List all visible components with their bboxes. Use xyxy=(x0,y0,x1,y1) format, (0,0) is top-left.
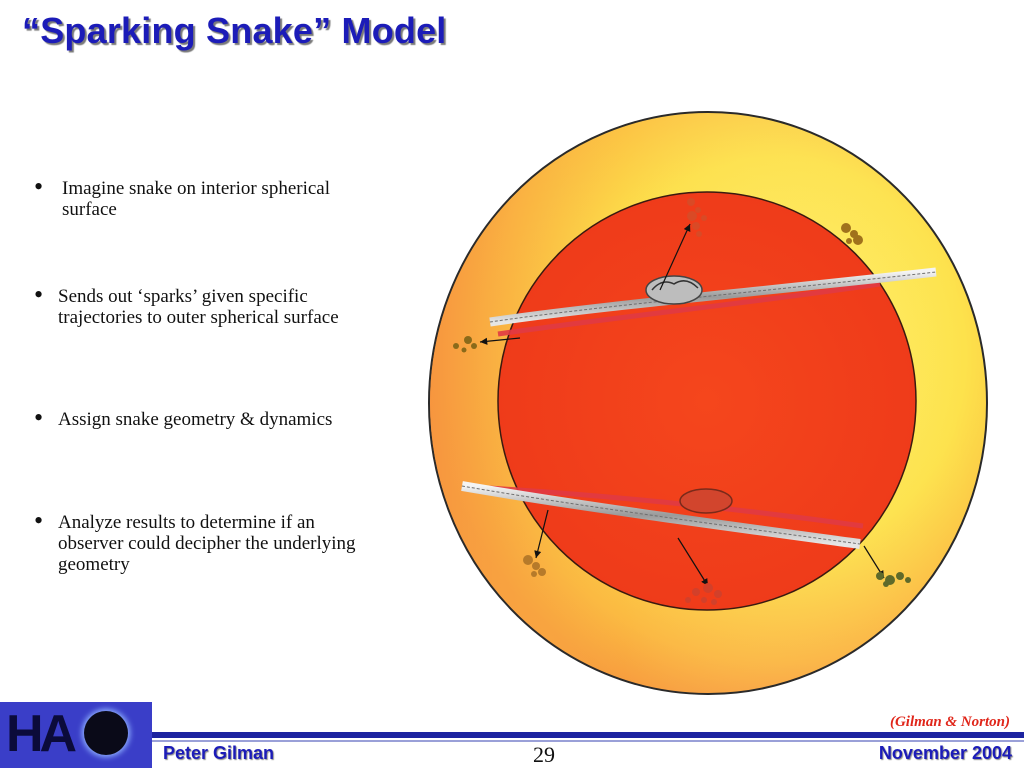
bullet-dot: • xyxy=(34,403,44,432)
upper-snake-head-texture xyxy=(651,280,699,291)
lower-snake-head xyxy=(679,488,733,514)
spark-spot-cluster xyxy=(876,572,911,587)
bullet-item: • Sends out ‘sparks’ given specific traj… xyxy=(34,282,424,329)
bullet-text: Imagine snake on interior spherical surf… xyxy=(62,178,331,220)
spark-arrow xyxy=(479,337,521,345)
upper-snake-back-strand xyxy=(497,281,881,337)
slide-title: “Sparking Snake” Model xyxy=(22,10,447,51)
page-number: 29 xyxy=(533,742,555,767)
spark-spot-cluster xyxy=(685,583,722,605)
sparking-snake-diagram xyxy=(428,111,988,695)
spark-arrow xyxy=(677,537,709,587)
hao-logo: HA xyxy=(0,702,152,768)
eclipse-icon xyxy=(84,711,128,755)
bullet-text: Assign snake geometry & dynamics xyxy=(58,409,333,430)
upper-snake-head xyxy=(645,275,703,305)
bullet-text: Analyze results to determine if an obser… xyxy=(58,512,356,575)
spark-spot-cluster xyxy=(523,555,546,577)
bullet-dot: • xyxy=(34,506,44,535)
logo-text: HA xyxy=(6,705,77,763)
footer-rule xyxy=(152,740,1024,742)
bullet-item: • Assign snake geometry & dynamics xyxy=(34,405,424,431)
credit-text: (Gilman & Norton) xyxy=(889,714,1010,730)
spark-spot-cluster xyxy=(687,198,707,237)
presenter-name: Peter Gilman xyxy=(163,743,275,763)
bullet-dot: • xyxy=(34,280,44,309)
bullet-dot: • xyxy=(34,172,44,201)
bullet-text: Sends out ‘sparks’ given specific trajec… xyxy=(58,286,339,328)
lower-snake-front-edge xyxy=(461,485,861,545)
footer-band xyxy=(0,732,1024,738)
spark-arrow xyxy=(659,223,691,291)
bullet-item: • Imagine snake on interior spherical su… xyxy=(34,174,424,221)
presentation-date: November 2004 xyxy=(878,743,1012,763)
spark-spot-cluster xyxy=(453,336,477,353)
spark-spot-cluster xyxy=(841,223,863,245)
spark-arrow xyxy=(534,509,549,559)
bullet-item: • Analyze results to determine if an obs… xyxy=(34,508,424,576)
upper-snake-front-edge xyxy=(489,271,937,323)
